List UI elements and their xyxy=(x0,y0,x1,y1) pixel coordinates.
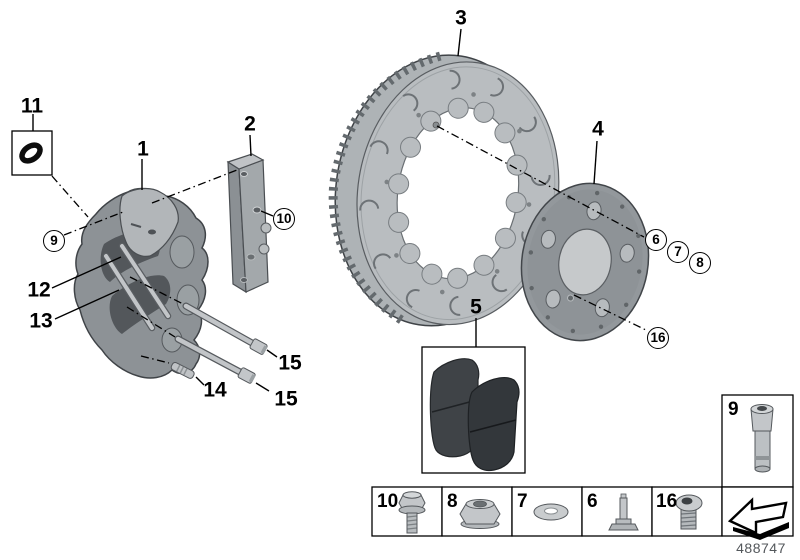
callout-5[interactable]: 5 xyxy=(470,295,482,319)
callout-circle-10[interactable]: 10 xyxy=(273,208,295,230)
direction-arrow-icon xyxy=(727,497,789,540)
retaining-pin-lower xyxy=(120,244,170,318)
flange-bolt-icon xyxy=(398,491,426,534)
callout-circle-9[interactable]: 9 xyxy=(43,230,65,252)
legend-num-6[interactable]: 6 xyxy=(587,491,598,512)
flange-nut-icon xyxy=(459,499,501,529)
retaining-pin-upper xyxy=(104,254,154,330)
legend-num-10[interactable]: 10 xyxy=(377,491,399,512)
legend-num-9[interactable]: 9 xyxy=(728,399,739,420)
callout-13[interactable]: 13 xyxy=(29,309,53,333)
drawing-number: 488747 xyxy=(736,540,786,556)
callout-circle-7[interactable]: 7 xyxy=(667,241,689,263)
callout-15-lower[interactable]: 15 xyxy=(274,387,298,411)
legend-num-16[interactable]: 16 xyxy=(656,491,678,512)
callout-12[interactable]: 12 xyxy=(27,278,51,302)
leader-lines xyxy=(32,28,598,392)
retaining-pin-icon xyxy=(608,493,639,531)
brake-rotor xyxy=(328,50,560,327)
hub-setscrew-hole xyxy=(567,294,575,302)
legend-num-8[interactable]: 8 xyxy=(447,491,458,512)
bleed-pin xyxy=(170,361,195,379)
hub-center-bore xyxy=(558,228,612,296)
guide-bolt-icon xyxy=(750,404,774,473)
brake-pads xyxy=(429,358,520,472)
callout-1[interactable]: 1 xyxy=(137,137,149,161)
callout-circle-16[interactable]: 16 xyxy=(647,327,669,349)
o-ring-box xyxy=(11,130,53,176)
caliper-mount-lug xyxy=(119,187,179,257)
legend-num-7[interactable]: 7 xyxy=(517,491,528,512)
callout-4[interactable]: 4 xyxy=(592,117,604,141)
washer-icon xyxy=(533,503,569,521)
callout-circle-8[interactable]: 8 xyxy=(689,252,711,274)
assembly-axis-lines xyxy=(51,125,649,364)
caliper-mount-bracket xyxy=(226,153,272,294)
rotor-scalloped-bore xyxy=(388,97,528,289)
callout-14[interactable]: 14 xyxy=(203,378,227,402)
hub-lug-holes xyxy=(540,201,635,318)
callout-3[interactable]: 3 xyxy=(455,6,467,30)
guide-bolts xyxy=(170,302,268,384)
callout-11[interactable]: 11 xyxy=(20,94,44,118)
o-ring-icon xyxy=(19,142,43,164)
callout-circle-6[interactable]: 6 xyxy=(645,229,667,251)
callout-15-upper[interactable]: 15 xyxy=(278,351,302,375)
hub-rim-holes xyxy=(528,190,642,334)
callout-2[interactable]: 2 xyxy=(244,112,256,136)
rotor-flange-holes xyxy=(384,92,532,295)
socket-plug-screw-icon xyxy=(675,494,703,530)
